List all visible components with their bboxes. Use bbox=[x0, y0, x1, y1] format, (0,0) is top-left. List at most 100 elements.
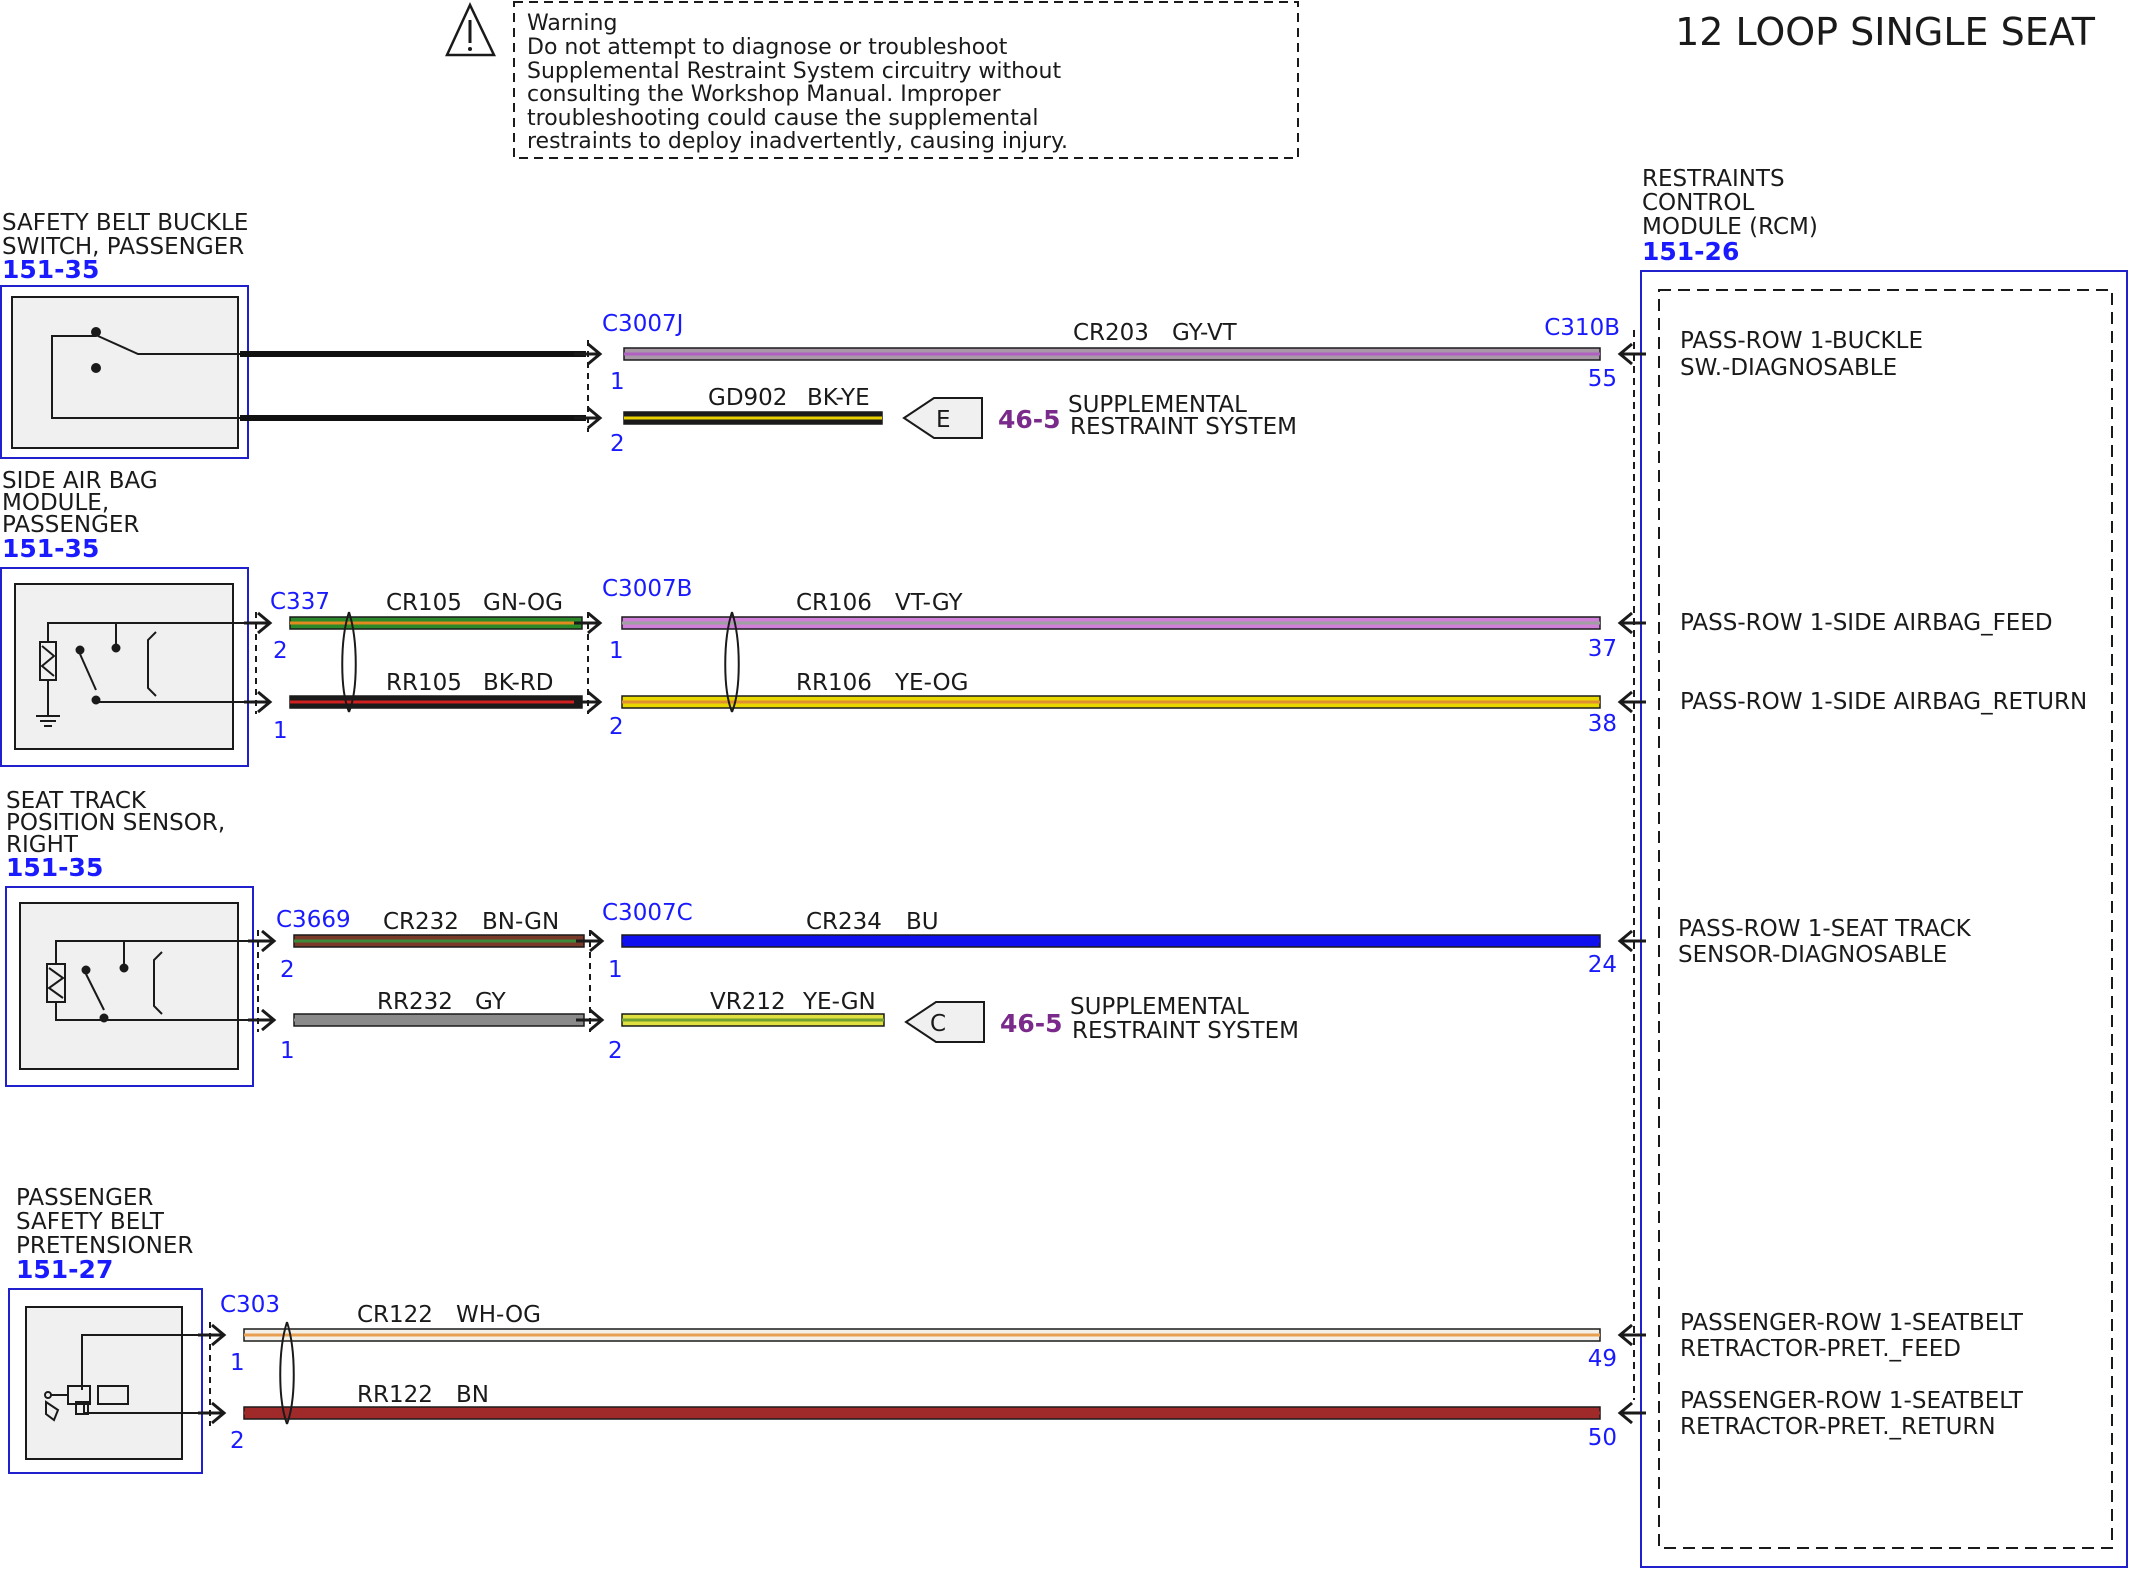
warning-icon bbox=[445, 2, 496, 57]
pretensioner-symbol bbox=[44, 1334, 215, 1422]
pin-number: 2 bbox=[230, 1428, 245, 1454]
wire-rr105 bbox=[289, 695, 583, 709]
connector-arrow bbox=[244, 690, 273, 714]
rcm-name-line: RESTRAINTS bbox=[1642, 166, 1785, 192]
side-airbag-component: SIDE AIR BAG MODULE, PASSENGER 151-35 bbox=[0, 468, 256, 767]
pin-number: 2 bbox=[610, 431, 625, 457]
wire-color-label: BK-RD bbox=[483, 670, 553, 696]
connector-label: C337 bbox=[270, 589, 330, 615]
pin-number: 2 bbox=[273, 638, 288, 664]
connector-arrow bbox=[198, 1323, 227, 1347]
rcm-name-line: MODULE (RCM) bbox=[1642, 214, 1818, 240]
connector-arrow bbox=[1617, 342, 1646, 366]
connector-arrow bbox=[574, 690, 603, 714]
component-ref: 151-27 bbox=[16, 1255, 113, 1284]
component-name-line: SAFETY BELT BUCKLE bbox=[2, 210, 248, 236]
ground-page-ref: 46-5 bbox=[1000, 1009, 1063, 1038]
switch-symbol bbox=[51, 327, 240, 419]
pin-number: 55 bbox=[1588, 366, 1617, 392]
connector-arrow bbox=[576, 929, 605, 953]
wire-circuit-label: RR122 bbox=[357, 1382, 433, 1408]
connector-arrow bbox=[574, 342, 603, 366]
warning-heading: Warning bbox=[527, 11, 617, 36]
wire-circuit-label: CR122 bbox=[357, 1302, 433, 1328]
wire-rr232 bbox=[293, 1013, 585, 1027]
warning-line: restraints to deploy inadvertently, caus… bbox=[527, 129, 1068, 154]
ground-letter: C bbox=[930, 1011, 946, 1037]
rcm-pin-label: PASSENGER-ROW 1-SEATBELT bbox=[1680, 1388, 2024, 1414]
connector-arrow bbox=[248, 1008, 277, 1032]
seat-track-sensor-component: SEAT TRACK POSITION SENSOR, RIGHT 151-35 bbox=[5, 788, 258, 1087]
rcm-pin-label: PASS-ROW 1-SEAT TRACK bbox=[1678, 916, 1972, 942]
rcm-pin-label: PASS-ROW 1-SIDE AIRBAG_RETURN bbox=[1680, 689, 2087, 715]
component-name-line: MODULE, bbox=[2, 490, 109, 516]
component-name-line: PASSENGER bbox=[2, 512, 139, 538]
wire-circuit-label: RR106 bbox=[796, 670, 872, 696]
wire-cr232 bbox=[293, 934, 585, 948]
rcm-pin-label: SW.-DIAGNOSABLE bbox=[1680, 355, 1897, 381]
ground-description: RESTRAINT SYSTEM bbox=[1072, 1018, 1299, 1044]
wire-cr203 bbox=[623, 347, 1601, 361]
warning-line: consulting the Workshop Manual. Improper bbox=[527, 82, 1002, 107]
component-name-line: PASSENGER bbox=[16, 1185, 153, 1211]
pin-number: 2 bbox=[280, 957, 295, 983]
pin-number: 1 bbox=[608, 957, 623, 983]
connector-arrow bbox=[1617, 1401, 1646, 1425]
wire-color-label: BK-YE bbox=[807, 385, 870, 411]
wire-gd902 bbox=[623, 411, 883, 425]
component-name-line: POSITION SENSOR, bbox=[6, 810, 225, 836]
connector-label: C3007C bbox=[602, 900, 693, 926]
component-name-line: SAFETY BELT bbox=[16, 1209, 165, 1235]
pin-number: 38 bbox=[1588, 711, 1617, 737]
component-name-line: SEAT TRACK bbox=[6, 788, 147, 814]
wire-color-label: BU bbox=[906, 909, 939, 935]
rcm-pin-label: PASS-ROW 1-SIDE AIRBAG_FEED bbox=[1680, 610, 2053, 636]
connector-arrow bbox=[244, 611, 273, 635]
ground-description: RESTRAINT SYSTEM bbox=[1070, 414, 1297, 440]
wire-cr234 bbox=[621, 934, 1601, 948]
ground-page-ref: 46-5 bbox=[998, 405, 1061, 434]
connector-arrow bbox=[1617, 1323, 1646, 1347]
connector-arrow bbox=[576, 1008, 605, 1032]
wire-circuit-label: CR105 bbox=[386, 590, 462, 616]
wire-circuit-label: GD902 bbox=[708, 385, 787, 411]
pin-number: 2 bbox=[608, 1038, 623, 1064]
wire-color-label: YE-GN bbox=[802, 989, 876, 1015]
rcm-pin-label: RETRACTOR-PRET._FEED bbox=[1680, 1336, 1961, 1362]
twisted-pair-marks bbox=[279, 611, 740, 1425]
ground-letter: E bbox=[936, 407, 951, 433]
warning-line: troubleshooting could cause the suppleme… bbox=[527, 106, 1038, 131]
connector-arrow bbox=[198, 1401, 227, 1425]
wire-layer bbox=[198, 342, 1646, 1425]
buckle-wires-left bbox=[240, 351, 586, 421]
rcm-pin-label: PASSENGER-ROW 1-SEATBELT bbox=[1680, 1310, 2024, 1336]
pin-number: 1 bbox=[230, 1350, 245, 1376]
component-name-line: SIDE AIR BAG bbox=[2, 468, 158, 494]
wire-color-label: BN bbox=[456, 1382, 489, 1408]
pin-number: 1 bbox=[273, 718, 288, 744]
wire-color-label: BN-GN bbox=[482, 909, 559, 935]
wire-vr212 bbox=[621, 1013, 885, 1027]
wire-color-label: GY-VT bbox=[1172, 320, 1238, 346]
rcm-connector-label: C310B bbox=[1544, 315, 1620, 341]
ground-description: SUPPLEMENTAL bbox=[1070, 994, 1249, 1020]
component-ref: 151-35 bbox=[2, 255, 99, 284]
ground-reference-c: C 46-5 SUPPLEMENTAL RESTRAINT SYSTEM bbox=[904, 994, 1299, 1044]
component-name-line: RIGHT bbox=[6, 832, 79, 858]
connector-arrow bbox=[574, 611, 603, 635]
rcm-pin-label: RETRACTOR-PRET._RETURN bbox=[1680, 1414, 1996, 1440]
connector-label: C3669 bbox=[276, 907, 351, 933]
pin-number: 1 bbox=[280, 1038, 295, 1064]
wire-color-label: YE-OG bbox=[894, 670, 968, 696]
wire-color-label: WH-OG bbox=[456, 1302, 541, 1328]
component-ref: 151-35 bbox=[6, 853, 103, 882]
wire-color-label: VT-GY bbox=[895, 590, 963, 616]
wire-cr106 bbox=[621, 616, 1601, 630]
airbag-squib-symbol bbox=[36, 622, 256, 727]
warning-line: Do not attempt to diagnose or troublesho… bbox=[527, 35, 1008, 60]
pin-number: 49 bbox=[1588, 1346, 1617, 1372]
pin-number: 37 bbox=[1588, 636, 1617, 662]
connector-label: C3007B bbox=[602, 576, 692, 602]
buckle-switch-component: SAFETY BELT BUCKLE SWITCH, PASSENGER 151… bbox=[0, 210, 249, 459]
